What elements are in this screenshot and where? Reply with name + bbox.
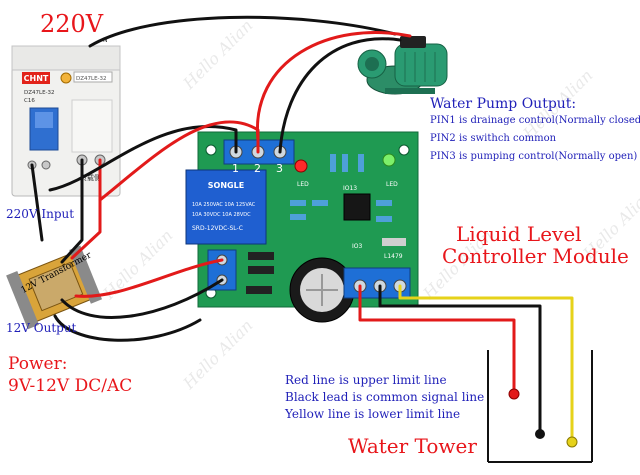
output-12v-label: 12V Output [6, 321, 77, 335]
pump-pin-1: PIN1 is drainage control(Normally closed… [430, 115, 640, 126]
relay-spec-2: 10A 30VDC 10A 28VDC [192, 212, 251, 218]
water-pump [357, 36, 448, 95]
relay-spec-1: 10A 250VAC 10A 125VAC [192, 202, 256, 208]
relay [185, 169, 267, 245]
power-title: Power: [8, 354, 68, 374]
relay-model: SRD-12VDC-SL-C [192, 225, 243, 232]
controller-pcb: SONGLE 10A 250VAC 10A 125VAC 10A 30VDC 1… [185, 131, 419, 323]
pin-1-number: 1 [232, 162, 239, 175]
ic-chip [343, 193, 371, 221]
led-label-1: LED [297, 181, 309, 188]
relay-brand: SONGLE [208, 181, 244, 190]
led-label-2: LED [386, 181, 398, 188]
pump-terminal-box [400, 36, 426, 48]
sensor-note-yellow: Yellow line is lower limit line [285, 407, 461, 421]
wires [30, 15, 578, 448]
watermark-1: Hello Alian [179, 16, 257, 94]
breaker-model: DZ47LE-32 [24, 90, 55, 96]
green-led [382, 153, 396, 167]
module-title-line-1: Liquid Level [456, 222, 582, 246]
ic-label: IO13 [343, 185, 357, 192]
breaker-rating: C16 [24, 98, 35, 104]
breaker-load-side: 负载侧 [80, 173, 101, 182]
transformer [6, 245, 103, 330]
pump-pin-3: PIN3 is pumping control(Normally open) [430, 151, 638, 162]
input-220v-label: 220V Input [6, 207, 75, 221]
pin-numbers: 1 2 3 [232, 162, 283, 175]
sensor-note-black: Black lead is common signal line [285, 390, 485, 404]
pump-output-title: Water Pump Output: [430, 96, 577, 112]
voltage-label: 220V [40, 10, 104, 38]
board-code: L1479 [384, 253, 403, 260]
breaker-brand: CHNT [24, 74, 49, 83]
watermark-4: Hello Alian [179, 316, 257, 394]
pin-2-number: 2 [254, 162, 261, 175]
water-tower [487, 350, 593, 463]
breaker-rating-box: DZ47LE-32 [76, 76, 107, 82]
breaker-test-button [60, 72, 72, 84]
water-tower-label: Water Tower [348, 434, 477, 458]
sensor-note-red: Red line is upper limit line [285, 373, 447, 387]
ic-label-2: IO3 [352, 243, 362, 250]
circuit-breaker: CHNT DZ47LE-32 C16 DZ47LE-32 N 负载侧 [11, 37, 121, 197]
power-range: 9V-12V DC/AC [8, 376, 133, 396]
pump-pin-2: PIN2 is swithch common [430, 133, 557, 144]
breaker-n-mark: N [103, 37, 108, 44]
watermark-3: Hello Alian [99, 226, 177, 304]
pin-3-number: 3 [276, 162, 283, 175]
breaker-brand-plate [22, 72, 50, 84]
red-led [294, 159, 308, 173]
module-title-line-2: Controller Module [442, 244, 629, 268]
